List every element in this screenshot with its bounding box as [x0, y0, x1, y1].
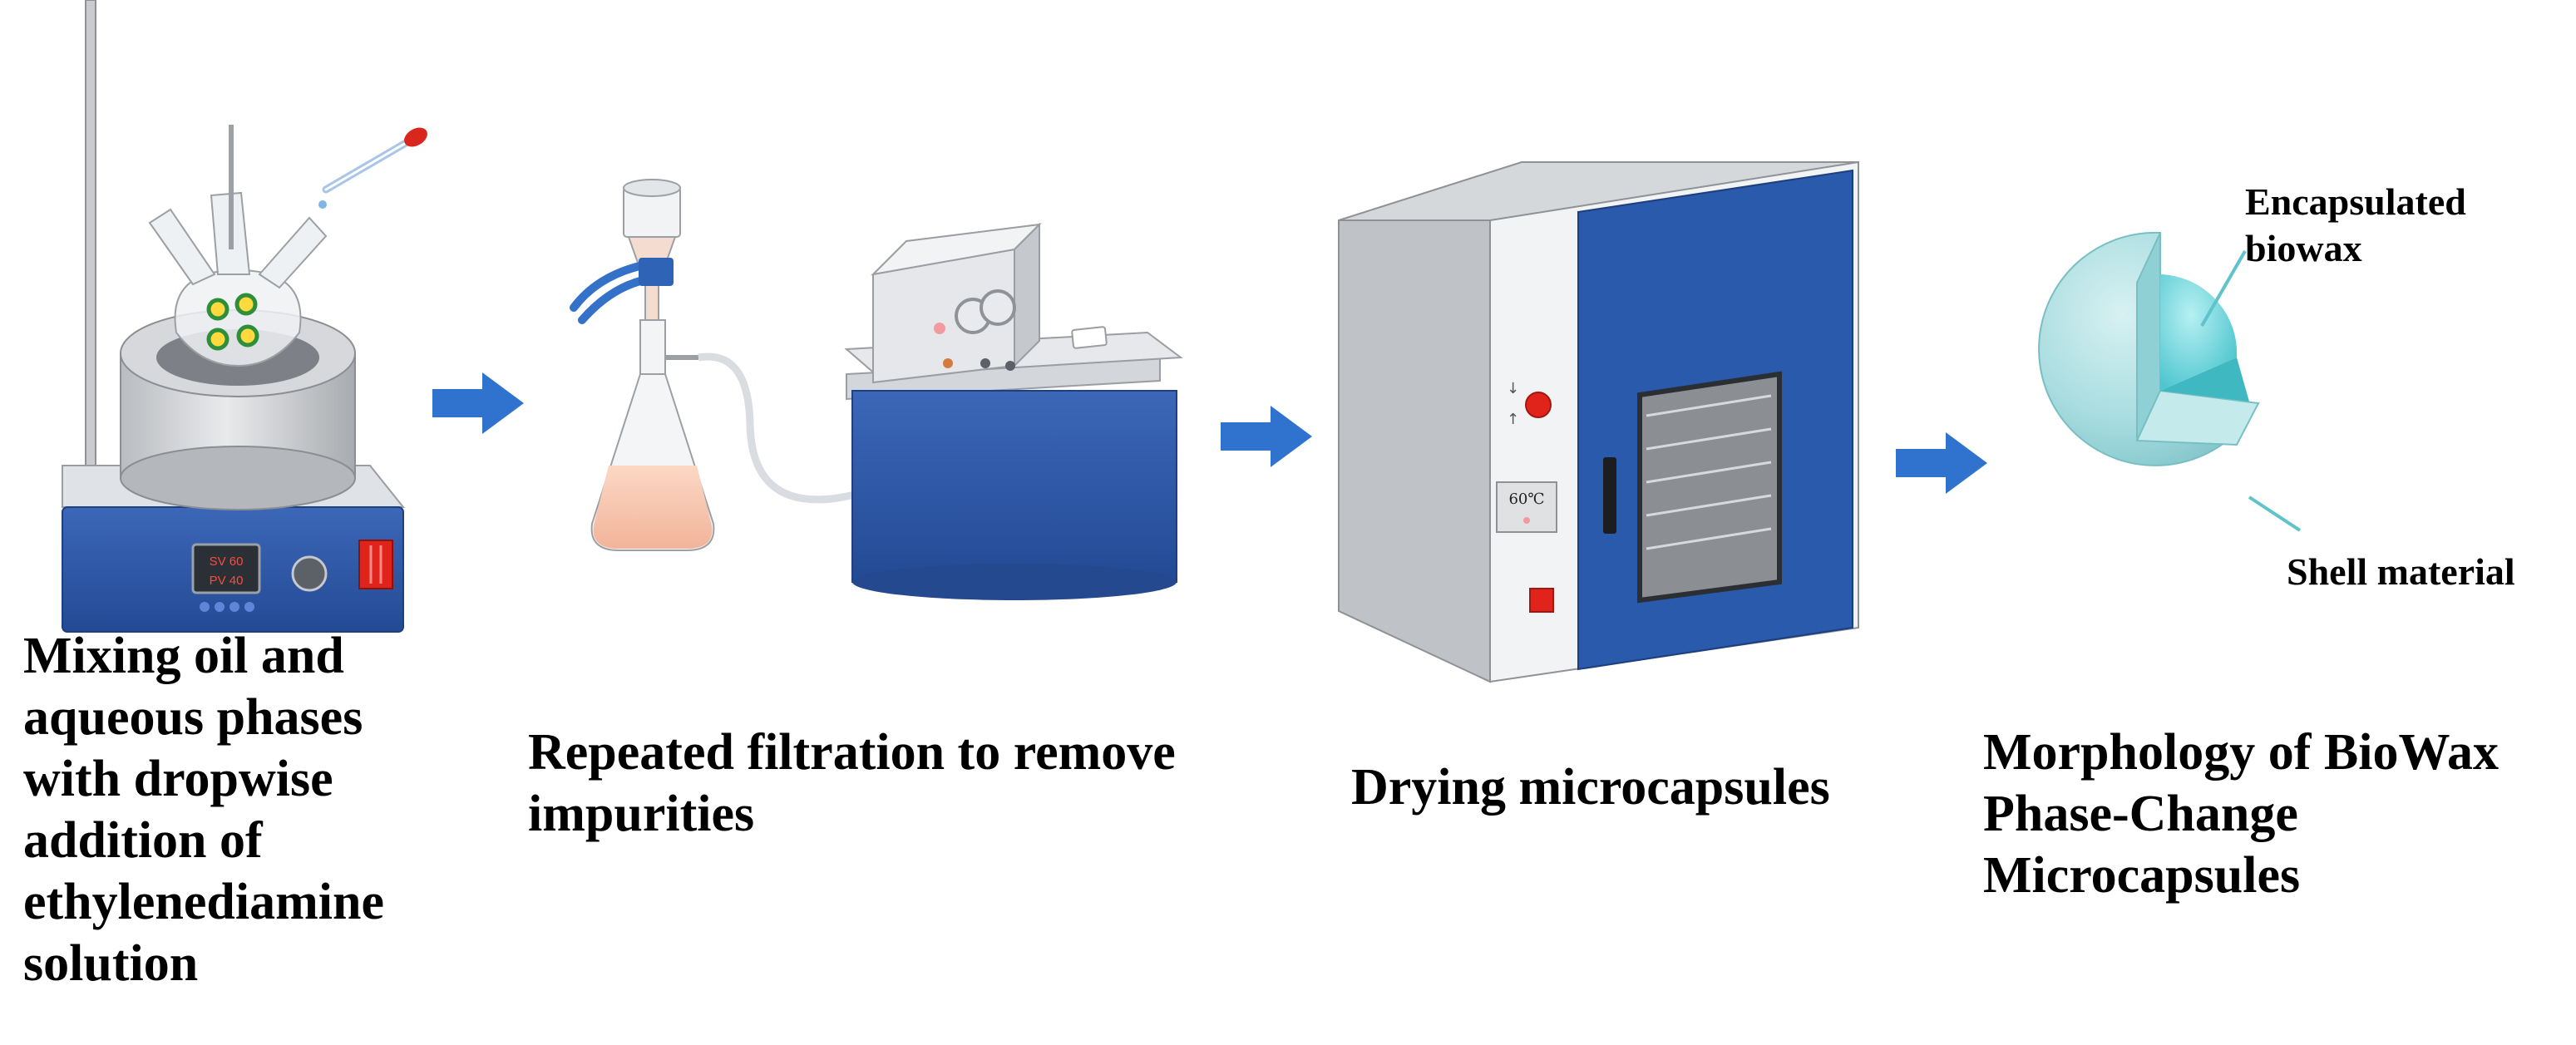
callout-encapsulated-biowax: Encapsulated biowax: [2245, 180, 2466, 269]
support-rod: [85, 0, 96, 466]
stirrer-display: [191, 543, 261, 594]
step-caption-mixing: Mixing oil and aqueous phases with dropw…: [23, 628, 384, 992]
stirrer-pv-readout: PV 40: [210, 574, 244, 588]
step-caption-morphology: Morphology of BioWax Phase-Change Microc…: [1983, 724, 2500, 904]
stirrer-sv-readout: SV 60: [210, 555, 244, 569]
stirrer-apparatus: SV 60 PV 40: [62, 0, 427, 633]
core-pointer: [2200, 249, 2247, 328]
svg-text:↑: ↑: [1507, 411, 1519, 428]
three-neck-flask: [148, 125, 328, 367]
oven-power-light: [1525, 392, 1552, 418]
microcapsule: [2038, 231, 2302, 532]
vacuum-pump: [844, 222, 1183, 600]
svg-text:↓: ↓: [1507, 380, 1519, 397]
capsule-core: [2160, 274, 2238, 391]
oven-side: [1338, 219, 1491, 683]
stirrer-button: [244, 602, 254, 612]
oven-handle: [1603, 457, 1616, 534]
oven-temperature-readout: 60℃: [1508, 490, 1544, 508]
shell-pointer: [2248, 495, 2302, 532]
stirrer-button: [215, 602, 225, 612]
step-caption-drying: Drying microcapsules: [1351, 759, 1830, 816]
callout-shell-material: Shell material: [2287, 550, 2515, 593]
flow-arrow-2: [1221, 406, 1312, 467]
oven-switch: [1529, 588, 1554, 613]
step-caption-filtration: Repeated filtration to remove impurities: [528, 724, 1176, 842]
stirrer-button: [229, 602, 239, 612]
stirrer-switch: [358, 540, 393, 589]
oven-window: [1637, 371, 1782, 604]
flow-arrow-1: [432, 372, 524, 434]
filter-flask: [590, 319, 715, 551]
stirrer-button: [200, 602, 210, 612]
dropper-icon: [318, 127, 427, 209]
drying-oven: ↓ ↑ 60℃: [1338, 160, 1859, 683]
stirrer-knob: [291, 555, 328, 592]
flow-arrow-3: [1896, 432, 1987, 494]
filtration-apparatus: [570, 179, 1183, 600]
flow-arrows: [432, 372, 1987, 494]
